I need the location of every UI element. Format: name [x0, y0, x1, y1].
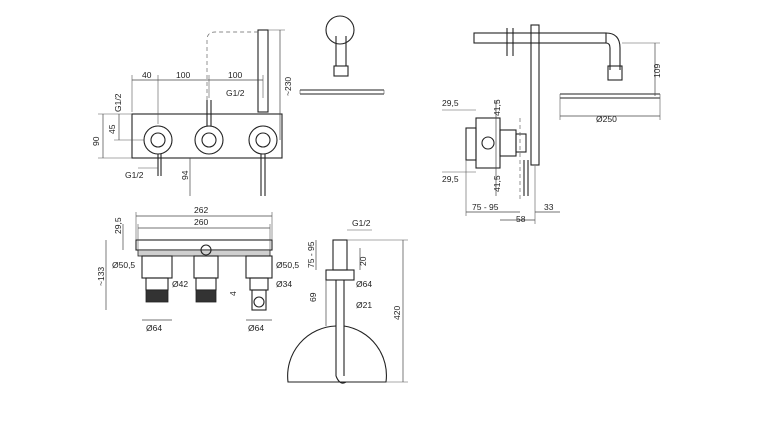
front-view-dimensions: 40 100 100 G1/2 ~230 90 45 G1/2 G1/2 94	[91, 29, 293, 196]
dim-21: Ø21	[356, 300, 372, 310]
dim-64-spout: Ø64	[356, 279, 372, 289]
dim-230: ~230	[283, 77, 293, 96]
spout-view	[287, 239, 387, 384]
dim-58: 58	[516, 214, 526, 224]
side-view-dimensions: 109 Ø250 29,5 29,5 41,5 41,5 75 - 95 58 …	[442, 42, 662, 224]
dim-133: ~133	[96, 267, 106, 286]
dim-4: 4	[228, 291, 238, 296]
dim-42: Ø42	[172, 279, 188, 289]
dim-20: 20	[358, 256, 368, 266]
overhead-shower-front	[299, 15, 385, 95]
dim-50-5-left: Ø50,5	[112, 260, 135, 270]
dim-g12-bottom: G1/2	[125, 170, 144, 180]
dim-420: 420	[392, 306, 402, 320]
top-view-dimensions: 262 260 29,5 ~133 Ø50,5 Ø50,5 Ø42 Ø34 4 …	[96, 205, 299, 333]
dim-100-b: 100	[228, 70, 242, 80]
dim-75-95-h: 75 - 95	[472, 202, 499, 212]
side-view-shower	[465, 24, 661, 200]
spout-dimensions: G1/2 75 - 95 20 69 Ø64 Ø21 420	[306, 218, 408, 383]
dim-64-a: Ø64	[146, 323, 162, 333]
dim-250: Ø250	[596, 114, 617, 124]
dim-33: 33	[544, 202, 554, 212]
dim-94: 94	[180, 170, 190, 180]
dim-109: 109	[652, 64, 662, 78]
dim-90: 90	[91, 136, 101, 146]
dim-260: 260	[194, 217, 208, 227]
dim-g12-left: G1/2	[113, 93, 123, 112]
dim-29-5-front: 29,5	[113, 217, 123, 234]
front-view-mixer	[131, 29, 283, 196]
dim-50-5-right: Ø50,5	[276, 260, 299, 270]
dim-45: 45	[107, 124, 117, 134]
dim-100-a: 100	[176, 70, 190, 80]
dim-41-5-bottom: 41,5	[492, 175, 502, 192]
dim-262: 262	[194, 205, 208, 215]
dim-40: 40	[142, 70, 152, 80]
top-view-mixer	[135, 239, 273, 311]
dim-g12-spout: G1/2	[352, 218, 371, 228]
dim-g12-top: G1/2	[226, 88, 245, 98]
dim-64-b: Ø64	[248, 323, 264, 333]
dim-69: 69	[308, 292, 318, 302]
dim-41-5-top: 41,5	[492, 99, 502, 116]
dim-34: Ø34	[276, 279, 292, 289]
dim-29-5-bottom: 29,5	[442, 174, 459, 184]
dim-75-95-v: 75 - 95	[306, 241, 316, 268]
dim-29-5-top: 29,5	[442, 98, 459, 108]
